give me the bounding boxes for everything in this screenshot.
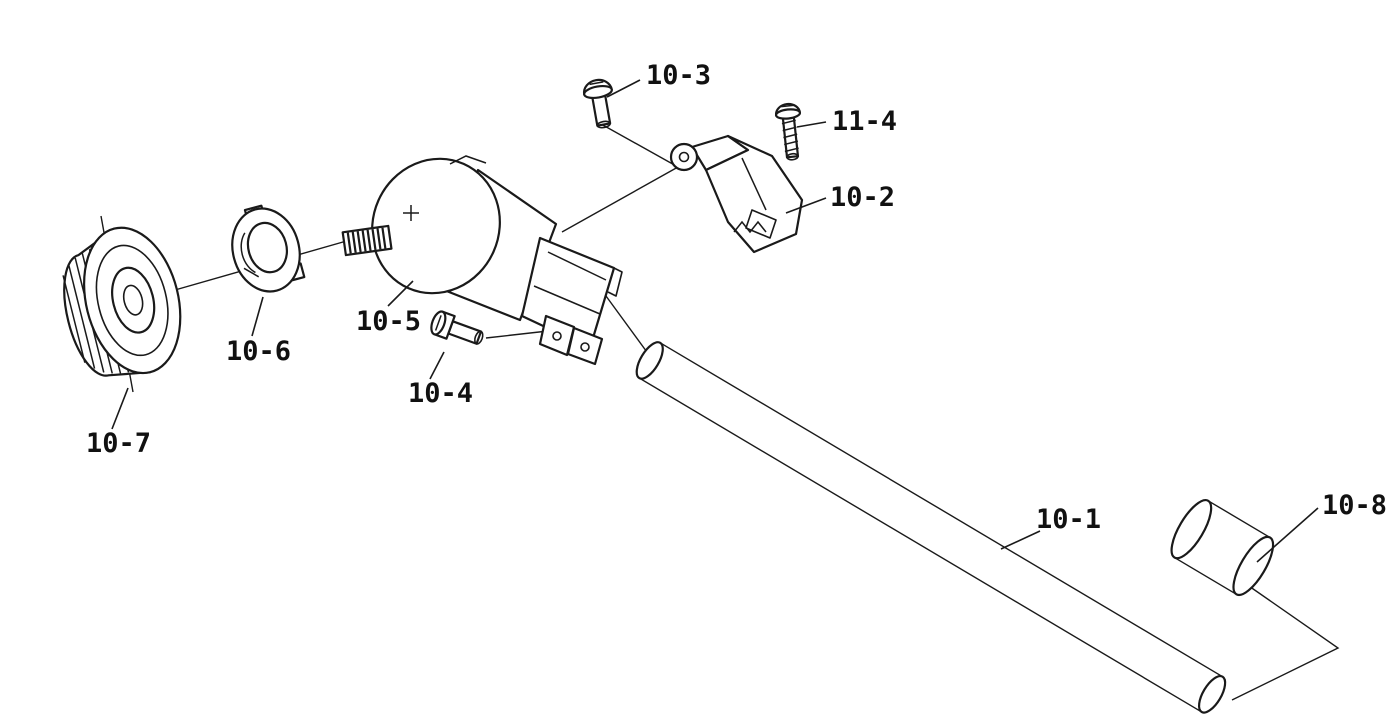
leader-10-1 [1000,530,1041,550]
lever-body [704,134,804,254]
part-label-10-7: 10-7 [86,428,151,459]
clamp-ear-upper-hole [552,331,562,341]
part-sleeve-10-8 [1170,499,1275,597]
screw-slot [589,81,604,86]
lever-fold-edge [741,157,767,211]
clamp-bore-line-1 [547,251,607,281]
part-gear-housing-10-5 [341,155,623,366]
screw-slot [781,104,794,108]
clamp-bore-line-2 [533,285,601,315]
bolt-to-bracket-line [485,330,549,339]
bolt-shank [447,320,483,345]
screw-to-pivot-line [600,123,679,168]
leader-lines [111,79,1319,563]
pivot-to-housing-line [561,166,679,233]
part-screw-10-3 [582,78,613,129]
leader-10-3 [606,79,641,98]
part-label-10-3: 10-3 [646,60,711,91]
lever-pivot-hole [678,151,690,163]
clamp-ear-lower-hole [580,342,590,352]
bolt-head-slot [434,315,442,331]
hub-center-hole [122,284,144,316]
part-drive-tube-10-1 [635,341,1227,714]
leader-10-7 [111,387,129,430]
lever-teeth [733,220,767,234]
clamp-ear-upper [538,314,576,357]
housing-threaded-stud [341,224,393,257]
part-label-10-5: 10-5 [356,306,421,337]
hub-center-boss [111,266,156,334]
collar-thickness-arc [240,232,256,274]
screw-head-base [583,84,613,100]
part-bolt-10-4 [430,310,484,345]
part-labels: 10-3 11-4 10-2 10-5 10-6 10-4 10-7 10-1 … [86,60,1387,535]
part-label-10-6: 10-6 [226,336,291,367]
tube-near-end-opening [635,341,664,380]
lever-pivot-boss [669,142,699,172]
part-screw-11-4 [774,102,802,161]
collar-step-line [243,267,260,278]
clamp-step [607,267,623,297]
housing-cap-tab [449,155,487,165]
part-label-10-2: 10-2 [830,182,895,213]
screw-head-base [774,108,802,120]
bracket-to-tube-line [605,295,653,360]
collar-inner [246,221,288,274]
hub-face-ring [95,244,169,357]
leader-10-5 [387,280,414,307]
part-label-10-8: 10-8 [1322,490,1387,521]
leader-10-8 [1256,507,1319,563]
part-lock-collar-10-6 [231,204,306,293]
bolt-tip [473,330,484,345]
sleeve-front-face [1232,535,1275,597]
leader-10-2 [785,197,827,214]
part-label-10-1: 10-1 [1036,504,1101,535]
leader-10-4 [429,351,445,380]
housing-cross-slot [403,205,419,221]
part-head-hub-10-7 [62,226,182,377]
clamp-ear-lower [566,326,604,366]
screw-tip [596,120,611,129]
leader-10-6 [251,296,264,337]
sleeve-to-tube-lines [1231,583,1340,701]
tube-far-end-opening [1197,675,1227,714]
part-lever-bracket-10-2 [669,134,804,254]
part-label-11-4: 11-4 [832,106,897,137]
part-label-10-4: 10-4 [408,378,473,409]
housing-cap-face [371,157,501,295]
lever-slot [745,209,777,239]
screw-tip [786,152,799,161]
screw-thread-lines [781,119,799,153]
leader-11-4 [796,121,827,128]
sleeve-back-edge [1170,499,1213,560]
